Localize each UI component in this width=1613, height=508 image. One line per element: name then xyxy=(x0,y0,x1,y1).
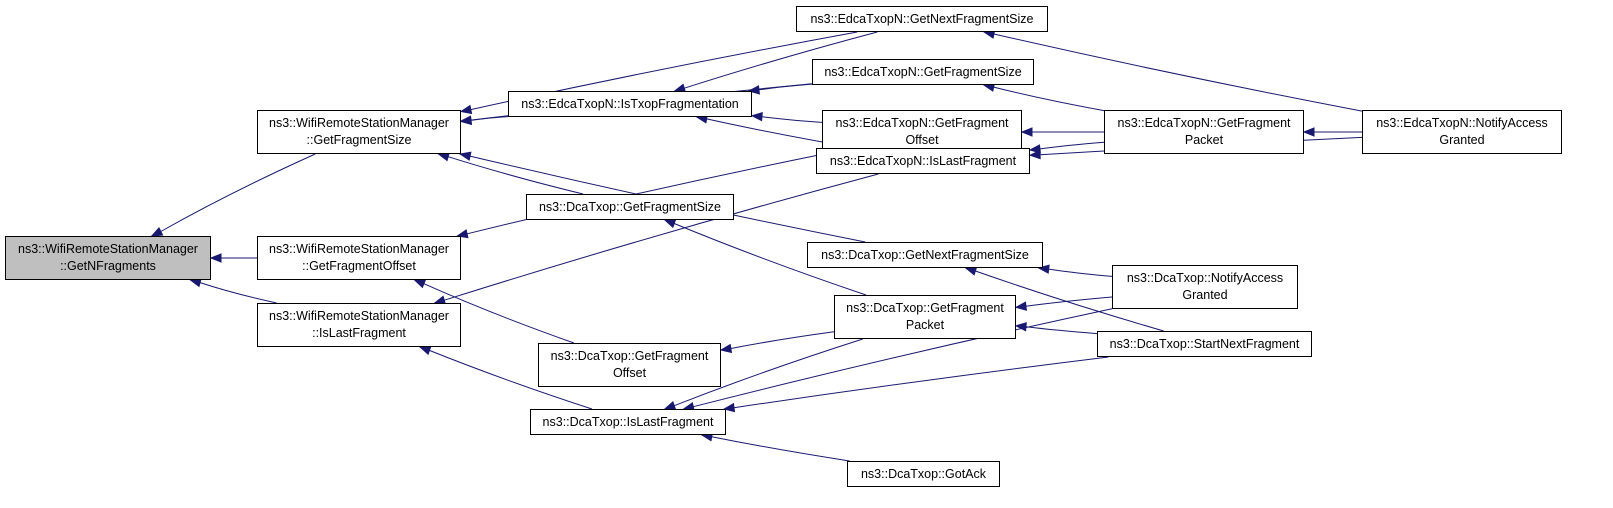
node-wrsm-get-fragment-offset[interactable]: ns3::WifiRemoteStationManager ::GetFragm… xyxy=(257,236,461,280)
edge-dca_start_next-to-dca_frag_packet xyxy=(1025,326,1098,335)
node-wrsm-is-last-fragment[interactable]: ns3::WifiRemoteStationManager ::IsLastFr… xyxy=(257,303,461,347)
edge-dca_frag_packet-to-dca_is_last xyxy=(674,338,863,407)
edge-edca_next_frag_size-to-edca_is_txop_frag xyxy=(684,31,878,89)
edge-edca_is_last-to-wrsm_is_last xyxy=(444,173,879,301)
node-wrsm-get-n-fragments: ns3::WifiRemoteStationManager ::GetNFrag… xyxy=(5,236,211,280)
node-label-line-1: ns3::WifiRemoteStationManager xyxy=(269,116,449,130)
node-label-line-2: Packet xyxy=(905,318,945,332)
node-label-line-1: ns3::DcaTxop::GetFragment xyxy=(550,349,709,363)
node-dca-is-last-fragment[interactable]: ns3::DcaTxop::IsLastFragment xyxy=(530,409,726,435)
node-label-line-1: ns3::DcaTxop::GetFragment xyxy=(846,301,1004,315)
node-label-line-1: ns3::DcaTxop::IsLastFragment xyxy=(542,414,714,429)
node-dca-get-fragment-offset[interactable]: ns3::DcaTxop::GetFragment Offset xyxy=(538,343,721,387)
node-label-line-2: ::GetFragmentOffset xyxy=(302,259,416,273)
node-edca-get-fragment-offset[interactable]: ns3::EdcaTxopN::GetFragment Offset xyxy=(822,110,1022,154)
node-label-line-1: ns3::EdcaTxopN::IsTxopFragmentation xyxy=(521,96,739,111)
node-label-line-2: ::IsLastFragment xyxy=(312,326,406,340)
arrowhead-dca_frag_packet-to-dca_frag_size xyxy=(663,219,677,229)
node-label-line-2: Granted xyxy=(1439,133,1485,147)
node-edca-get-next-fragment-size[interactable]: ns3::EdcaTxopN::GetNextFragmentSize xyxy=(796,6,1048,32)
node-edca-notify-access-granted[interactable]: ns3::EdcaTxopN::NotifyAccess Granted xyxy=(1362,110,1562,154)
node-dca-get-fragment-size[interactable]: ns3::DcaTxop::GetFragmentSize xyxy=(526,194,734,220)
edge-edca_is_txop_frag-to-wrsm_frag_size xyxy=(470,116,509,121)
arrowhead-dca_notify-to-dca_next_frag_size xyxy=(1037,264,1050,274)
node-dca-get-fragment-packet[interactable]: ns3::DcaTxop::GetFragment Packet xyxy=(834,295,1016,339)
edge-dca_is_last-to-wrsm_is_last xyxy=(429,349,593,410)
edge-dca_start_next-to-dca_is_last xyxy=(733,356,1109,409)
arrowhead-dca_frag_offset-to-wrsm_frag_offset xyxy=(413,279,427,289)
node-label-line-1: ns3::WifiRemoteStationManager xyxy=(18,242,198,256)
node-label-line-2: ::GetNFragments xyxy=(60,259,156,273)
edge-edca_frag_offset-to-edca_is_txop_frag xyxy=(761,116,823,123)
edge-edca_notify-to-edca_next_frag_size xyxy=(993,33,1363,112)
node-label-line-1: ns3::DcaTxop::GetNextFragmentSize xyxy=(821,247,1029,262)
node-edca-is-last-fragment[interactable]: ns3::EdcaTxopN::IsLastFragment xyxy=(816,148,1030,174)
edge-dca_frag_packet-to-dca_frag_offset xyxy=(730,331,835,349)
arrowhead-edca_next_frag_size-to-wrsm_frag_size xyxy=(459,104,473,115)
edge-dca_notify-to-dca_frag_packet xyxy=(1025,296,1113,307)
node-label-line-2: Offset xyxy=(612,366,647,380)
arrowhead-edca_frag_packet-to-edca_is_last xyxy=(1028,144,1041,154)
node-label-line-1: ns3::DcaTxop::GotAck xyxy=(860,466,987,481)
node-dca-get-next-fragment-size[interactable]: ns3::DcaTxop::GetNextFragmentSize xyxy=(807,242,1043,268)
arrowhead-edca_is_txop_frag-to-wrsm_frag_size xyxy=(459,115,472,126)
node-label-line-1: ns3::WifiRemoteStationManager xyxy=(269,242,449,256)
edge-dca_frag_size-to-wrsm_frag_size xyxy=(447,156,584,195)
edge-edca_frag_packet-to-edca_is_last xyxy=(1039,141,1105,150)
edge-dca_frag_packet-to-dca_frag_size xyxy=(674,223,867,296)
node-edca-get-fragment-packet[interactable]: ns3::EdcaTxopN::GetFragment Packet xyxy=(1104,110,1304,154)
node-label-line-2: Granted xyxy=(1182,288,1228,302)
node-label-line-1: ns3::EdcaTxopN::NotifyAccess xyxy=(1376,116,1548,130)
arrowhead-edca_frag_packet-to-edca_frag_offset xyxy=(1020,127,1033,137)
node-label-line-1: ns3::EdcaTxopN::GetFragment xyxy=(1117,116,1291,130)
arrowhead-wrsm_frag_offset-to-root xyxy=(209,253,222,263)
arrowhead-edca_frag_offset-to-wrsm_frag_offset xyxy=(455,229,469,239)
node-edca-is-txop-fragmentation[interactable]: ns3::EdcaTxopN::IsTxopFragmentation xyxy=(508,91,752,117)
edge-dca_frag_offset-to-wrsm_frag_offset xyxy=(423,283,575,344)
arrowhead-dca_start_next-to-dca_next_frag_size xyxy=(964,266,978,276)
arrowhead-edca_frag_offset-to-edca_is_txop_frag xyxy=(750,112,763,122)
edge-edca_frag_size-to-edca_is_txop_frag xyxy=(758,83,813,91)
arrowhead-dca_next_frag_size-to-wrsm_frag_size xyxy=(458,151,472,161)
node-label-line-1: ns3::DcaTxop::StartNextFragment xyxy=(1109,336,1300,351)
node-label-line-2: Packet xyxy=(1184,133,1224,147)
edge-edca_frag_packet-to-edca_frag_size xyxy=(993,86,1105,112)
node-label-line-2: ::GetFragmentSize xyxy=(306,133,412,147)
node-label-line-1: ns3::DcaTxop::NotifyAccess xyxy=(1126,271,1284,285)
arrowhead-dca_is_last-to-wrsm_is_last xyxy=(418,346,432,356)
node-dca-got-ack[interactable]: ns3::DcaTxop::GotAck xyxy=(847,461,1000,487)
edge-dca_got_ack-to-dca_is_last xyxy=(711,436,850,462)
edge-dca_notify-to-dca_next_frag_size xyxy=(1048,268,1113,277)
arrowhead-dca_start_next-to-dca_is_last xyxy=(722,402,736,413)
node-dca-start-next-fragment[interactable]: ns3::DcaTxop::StartNextFragment xyxy=(1097,331,1312,357)
arrowhead-dca_frag_packet-to-dca_frag_offset xyxy=(719,343,733,354)
arrowhead-dca_notify-to-dca_frag_packet xyxy=(1014,301,1027,311)
node-label-line-1: ns3::EdcaTxopN::GetNextFragmentSize xyxy=(810,11,1034,26)
node-label-line-1: ns3::EdcaTxopN::GetFragment xyxy=(835,116,1009,130)
edge-wrsm_is_last-to-root xyxy=(199,282,277,304)
node-label-line-1: ns3::DcaTxop::GetFragmentSize xyxy=(538,199,722,214)
edge-edca_frag_offset-to-wrsm_frag_offset xyxy=(466,153,824,235)
node-label-line-1: ns3::EdcaTxopN::GetFragmentSize xyxy=(824,64,1022,79)
node-dca-notify-access-granted[interactable]: ns3::DcaTxop::NotifyAccess Granted xyxy=(1112,265,1298,309)
node-label-line-1: ns3::EdcaTxopN::IsLastFragment xyxy=(829,153,1017,168)
node-label-line-2: Offset xyxy=(905,133,939,147)
node-edca-get-fragment-size[interactable]: ns3::EdcaTxopN::GetFragmentSize xyxy=(812,59,1034,85)
edge-dca_notify-to-dca_is_last xyxy=(693,308,1113,408)
arrowhead-wrsm_frag_size-to-root xyxy=(150,227,164,237)
arrowhead-edca_notify-to-edca_frag_packet xyxy=(1302,127,1315,137)
node-wrsm-get-fragment-size[interactable]: ns3::WifiRemoteStationManager ::GetFragm… xyxy=(257,110,461,154)
edge-wrsm_frag_size-to-root xyxy=(160,153,316,232)
arrowhead-edca_notify-to-edca_is_last xyxy=(1028,149,1041,160)
node-label-line-1: ns3::WifiRemoteStationManager xyxy=(269,309,449,323)
arrowhead-edca_frag_size-to-edca_is_txop_frag xyxy=(747,85,760,95)
